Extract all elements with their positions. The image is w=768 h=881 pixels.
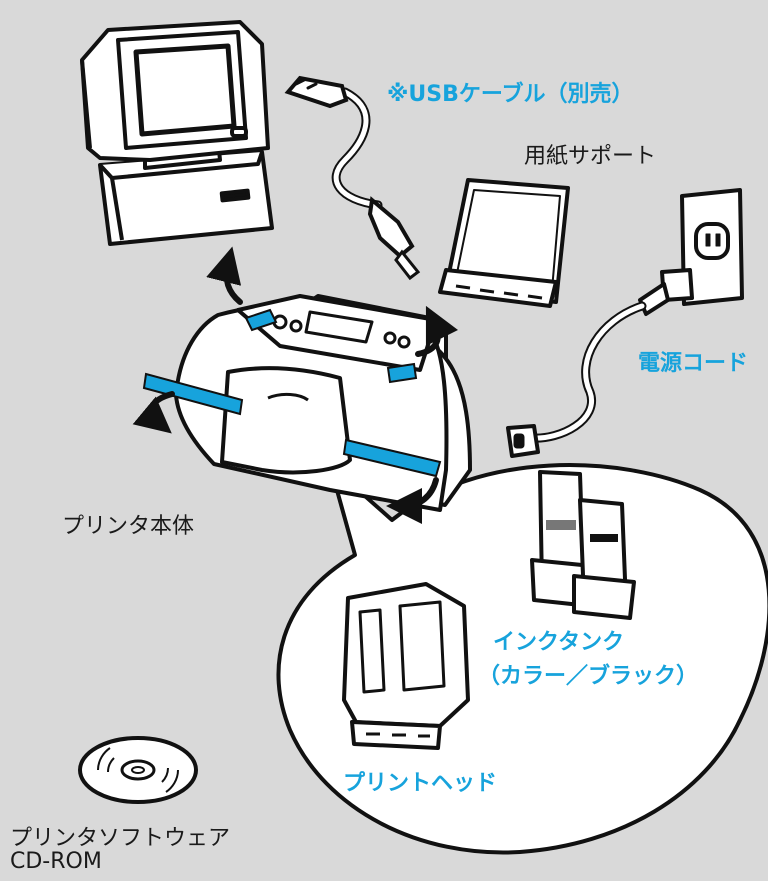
computer-illustration	[80, 20, 274, 246]
usb-cable-illustration	[284, 75, 421, 281]
protective-tape	[142, 308, 442, 478]
printer-software-label: プリンタソフトウェア	[10, 826, 231, 851]
usb-cable-label: ※USBケーブル（別売）	[387, 82, 634, 107]
tape-removal-arrows	[132, 246, 459, 524]
print-head-illustration	[342, 582, 470, 750]
detail-callout-bubble	[276, 463, 768, 855]
ink-tank-sublabel: （カラー／ブラック）	[478, 664, 699, 689]
ink-tank-label: インクタンク	[493, 630, 625, 655]
print-head-label: プリントヘッド	[343, 771, 498, 796]
paper-support-label: 用紙サポート	[524, 144, 657, 169]
cd-rom-illustration	[78, 736, 198, 804]
printer-body-label: プリンタ本体	[62, 514, 195, 539]
power-cord-illustration	[506, 188, 744, 458]
cd-rom-label: CD-ROM	[10, 849, 102, 874]
ink-tanks-illustration	[530, 470, 636, 620]
power-cord-label: 電源コード	[638, 351, 749, 376]
paper-support-illustration	[438, 178, 570, 308]
